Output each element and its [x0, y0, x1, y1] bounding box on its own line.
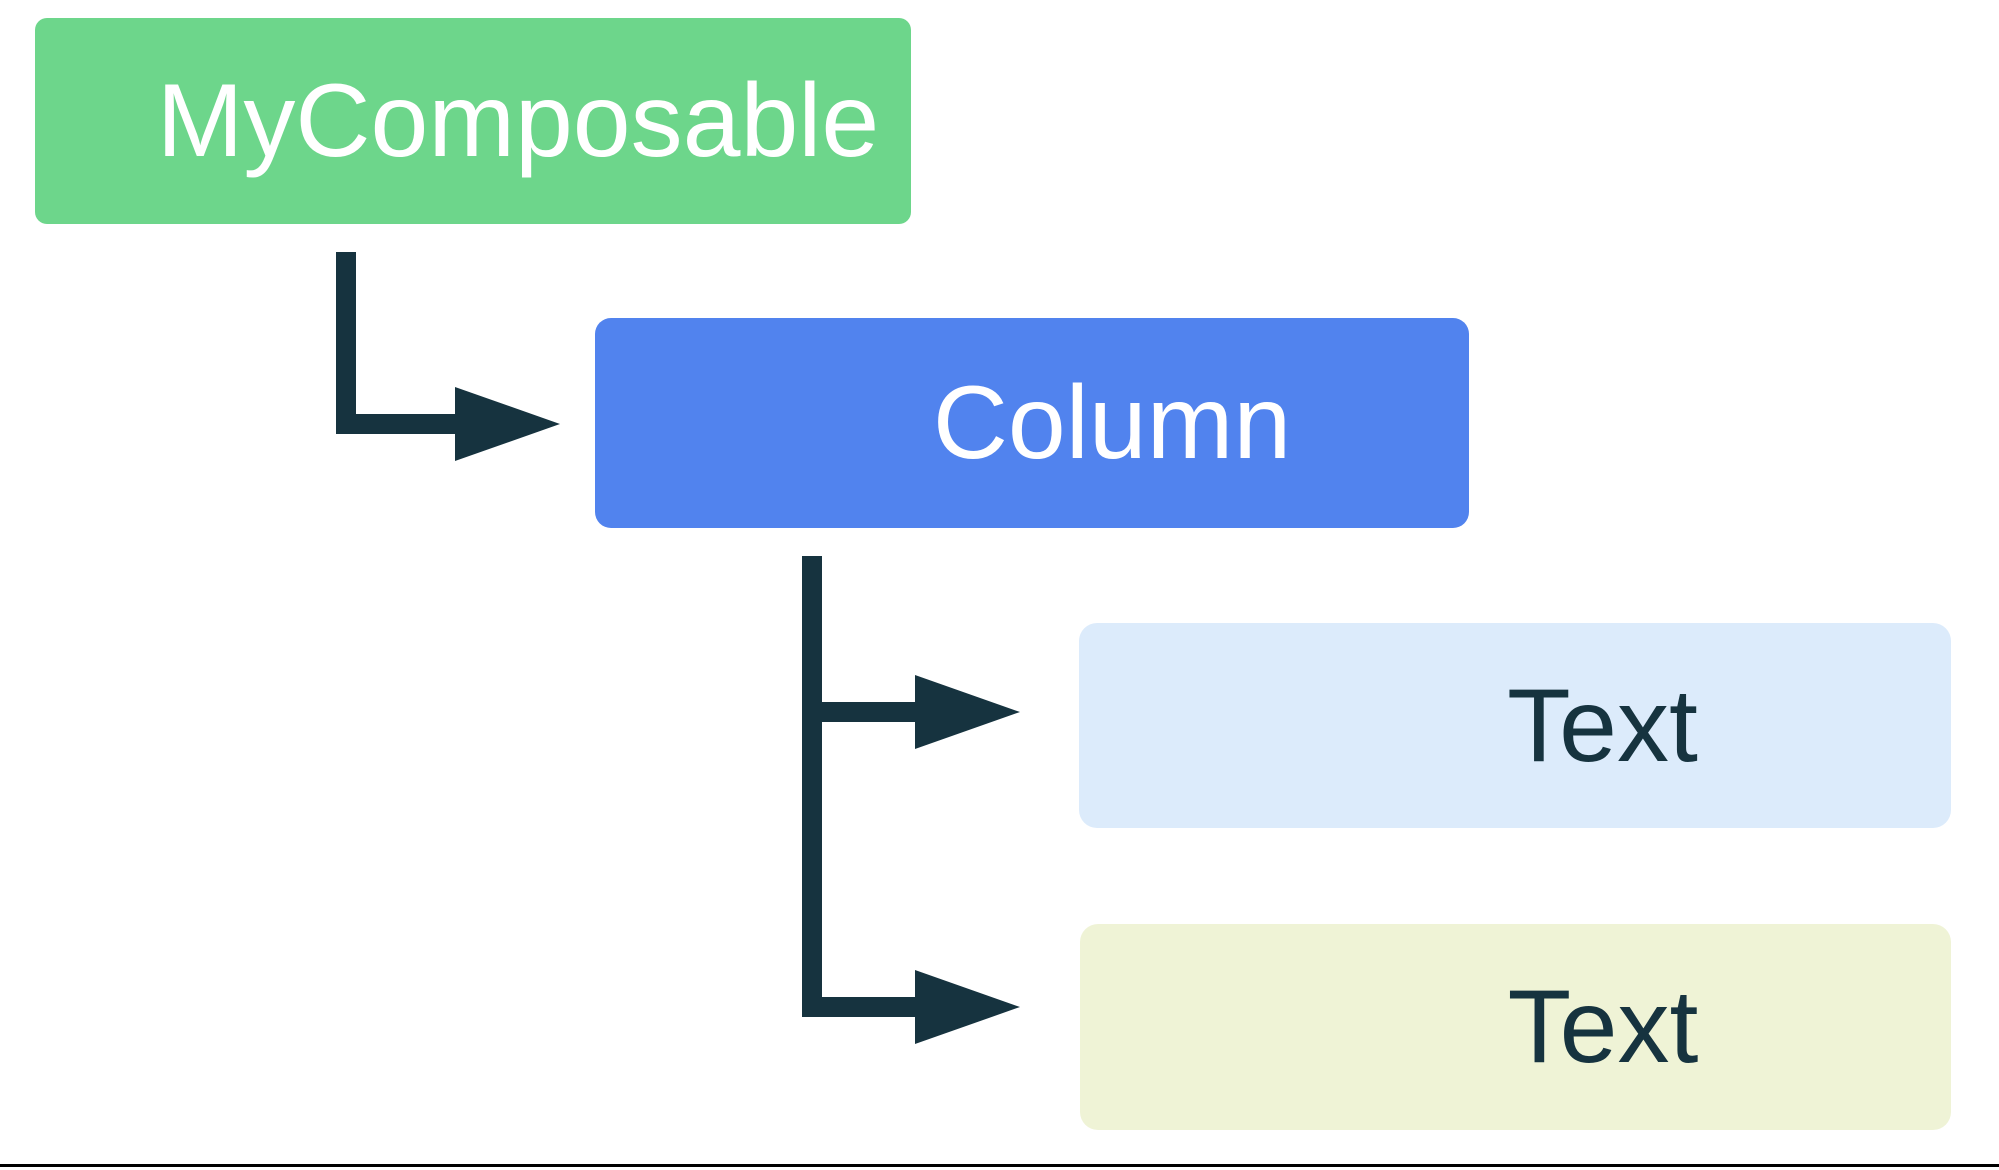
- node-column-label: Column: [932, 365, 1292, 481]
- node-mycomposable[interactable]: MyComposable: [35, 18, 911, 224]
- edge-root-to-column: [336, 252, 560, 461]
- node-mycomposable-label: MyComposable: [156, 63, 880, 179]
- edge-column-to-text2-arrowhead: [915, 970, 1020, 1044]
- node-column[interactable]: Column: [595, 318, 1469, 528]
- bottom-divider: [0, 1164, 1999, 1167]
- node-text-primary[interactable]: Text: [1079, 623, 1951, 828]
- node-text-secondary[interactable]: Text: [1080, 924, 1951, 1130]
- edge-column-to-text1-arrowhead: [915, 675, 1020, 749]
- edge-column-to-text2: [802, 556, 1020, 1044]
- edge-root-to-column-line: [336, 252, 470, 434]
- edge-root-to-column-arrowhead: [455, 387, 560, 461]
- node-text-secondary-label: Text: [1507, 969, 1699, 1085]
- node-text-primary-label: Text: [1507, 667, 1698, 784]
- edge-column-to-text2-line: [802, 556, 930, 1017]
- edge-column-to-text1-line: [802, 556, 930, 722]
- edge-column-to-text1: [802, 556, 1020, 749]
